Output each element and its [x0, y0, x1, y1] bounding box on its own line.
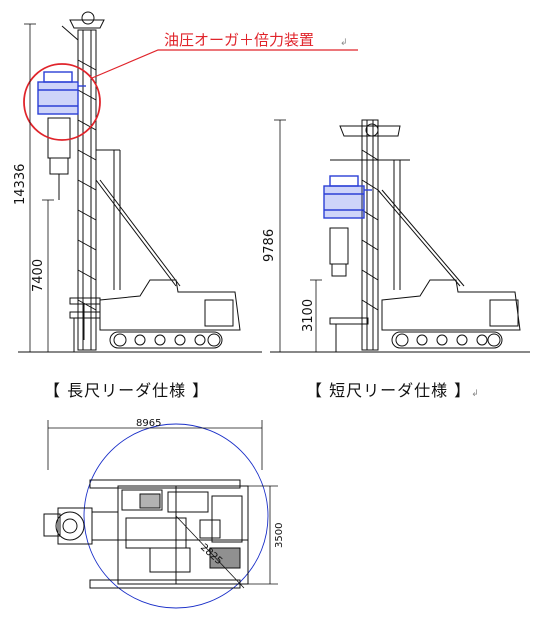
swing-radius-circle: [83, 423, 269, 609]
return-arrow-icon: ↲: [471, 389, 480, 399]
short-dimension-lines: [274, 119, 322, 353]
plan-depth-dimension: [248, 485, 278, 585]
plan-view: [43, 420, 278, 609]
short-hydraulic-auger: [323, 175, 372, 219]
long-top-sheave: [61, 11, 105, 41]
plan-swing-diameter: 8965: [136, 418, 161, 429]
long-base-machine: [69, 149, 241, 352]
short-top-sheave: [330, 123, 410, 161]
short-base-machine: [329, 160, 521, 352]
long-hydraulic-auger: [37, 71, 86, 115]
long-height-lower: 7400: [31, 259, 46, 292]
return-arrow-icon: ↲: [340, 38, 348, 48]
plan-machine-body: [89, 479, 249, 589]
plan-front-attachment: [43, 507, 119, 545]
long-dimension-lines: [24, 23, 54, 353]
plan-width: 3500: [274, 523, 285, 548]
short-leader-elevation: [270, 119, 530, 353]
long-height-total: 14336: [13, 164, 28, 205]
long-leader-mast: [77, 29, 97, 351]
long-leader-caption: 【 長尺リーダ仕様 】: [44, 381, 210, 400]
short-auger-casing: [329, 227, 349, 277]
annotation-highlight-circle: [23, 63, 101, 141]
annotation-leader-line: [91, 49, 358, 79]
long-leader-elevation: [18, 11, 358, 353]
long-auger-casing: [47, 117, 71, 200]
short-height-total: 9786: [262, 229, 277, 262]
short-height-lower: 3100: [301, 299, 316, 332]
short-leader-mast: [361, 119, 379, 351]
short-leader-caption: 【 短尺リーダ仕様 】↲: [306, 377, 480, 401]
plan-width-dimension: [47, 420, 263, 470]
annotation-label: 油圧オーガ＋倍力装置: [164, 31, 314, 49]
short-leader-caption-text: 【 短尺リーダ仕様 】: [306, 381, 472, 400]
tail-radius-line: [175, 515, 245, 589]
